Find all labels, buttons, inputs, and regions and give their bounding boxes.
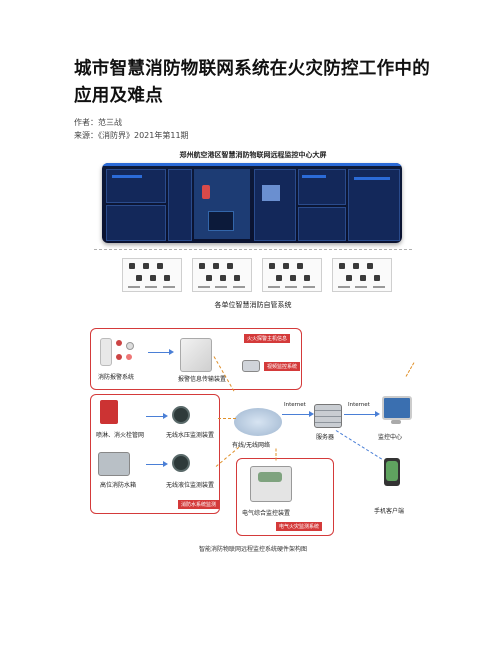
electric-fire-tag: 电气火灾监测系统 <box>276 522 323 531</box>
server-image <box>314 404 342 428</box>
monitor-image <box>382 396 412 420</box>
section-divider <box>94 249 412 250</box>
article-author: 作者：范三战 <box>74 118 122 127</box>
connector-line <box>275 448 277 461</box>
tank-label: 高位消防水箱 <box>100 482 137 489</box>
article-title: 城市智慧消防物联网系统在火灾防控工作中的应用及难点 <box>74 59 430 106</box>
alarm-transmit-label: 报警信息传输装置 <box>178 376 227 383</box>
network-cloud-icon <box>234 408 282 436</box>
connector-line <box>405 362 415 377</box>
fire-alarm-group <box>90 328 302 390</box>
detector-image <box>126 342 134 350</box>
arrow <box>146 461 168 467</box>
alarm-bell-image <box>126 354 132 360</box>
unit-system-thumbnail <box>262 258 322 292</box>
internet-label: Internet <box>348 402 370 408</box>
alarm-device-image <box>116 340 122 346</box>
monitor-label: 监控中心 <box>378 434 403 441</box>
arrow <box>344 411 380 417</box>
fire-alarm-label: 消防报警系统 <box>98 374 135 381</box>
dashboard-screen-image <box>102 163 402 243</box>
unit-system-thumbnail <box>122 258 182 292</box>
architecture-figure: 郑州航空港区智慧消防物联网远程监控中心大屏 各单位智慧消 <box>86 150 420 560</box>
electric-device-image <box>250 466 292 502</box>
unit-system-thumbnail <box>332 258 392 292</box>
monitor-stand-image <box>391 420 401 424</box>
video-tag: 视频监控系统 <box>264 362 301 371</box>
unit-system-thumbnail <box>192 258 252 292</box>
water-tank-image <box>98 452 130 476</box>
server-label: 服务器 <box>316 434 335 441</box>
sprinkler-image <box>100 400 118 424</box>
button-device-image <box>116 354 122 360</box>
connector-line <box>218 418 236 419</box>
electric-display-image <box>258 472 282 482</box>
phone-screen-image <box>386 461 398 481</box>
article-source: 来源：《消防界》2021年第11期 <box>74 131 189 140</box>
water-pressure-label: 无线水压监测装置 <box>166 432 215 439</box>
electric-monitor-label: 电气综合监控装置 <box>242 510 291 517</box>
water-system-group <box>90 394 220 514</box>
arrow <box>146 413 168 419</box>
fire-host-tag: 火火探警主机信息 <box>244 334 291 343</box>
sprinkler-label: 喷淋、消火栓管网 <box>96 432 145 439</box>
dashboard-title: 郑州航空港区智慧消防物联网远程监控中心大屏 <box>179 151 327 159</box>
fire-water-tag: 消防水系统监测 <box>178 500 220 509</box>
water-level-label: 无线液位监测装置 <box>166 482 215 489</box>
figure-caption: 智能消防物联网远程监控系统硬件架构图 <box>198 546 307 553</box>
arrow <box>148 349 174 355</box>
arrow <box>282 411 314 417</box>
transmit-device-image <box>180 338 212 372</box>
network-label: 有线/无线网络 <box>232 442 271 449</box>
camera-image <box>242 360 260 372</box>
units-label: 各单位智慧消防自管系统 <box>214 301 292 309</box>
alarm-panel-image <box>100 338 112 366</box>
electric-group <box>236 458 334 536</box>
mobile-label: 手机客户端 <box>374 508 405 515</box>
connector-line <box>335 430 383 460</box>
pressure-sensor-image <box>172 406 190 424</box>
level-sensor-image <box>172 454 190 472</box>
internet-label: Internet <box>284 402 306 408</box>
